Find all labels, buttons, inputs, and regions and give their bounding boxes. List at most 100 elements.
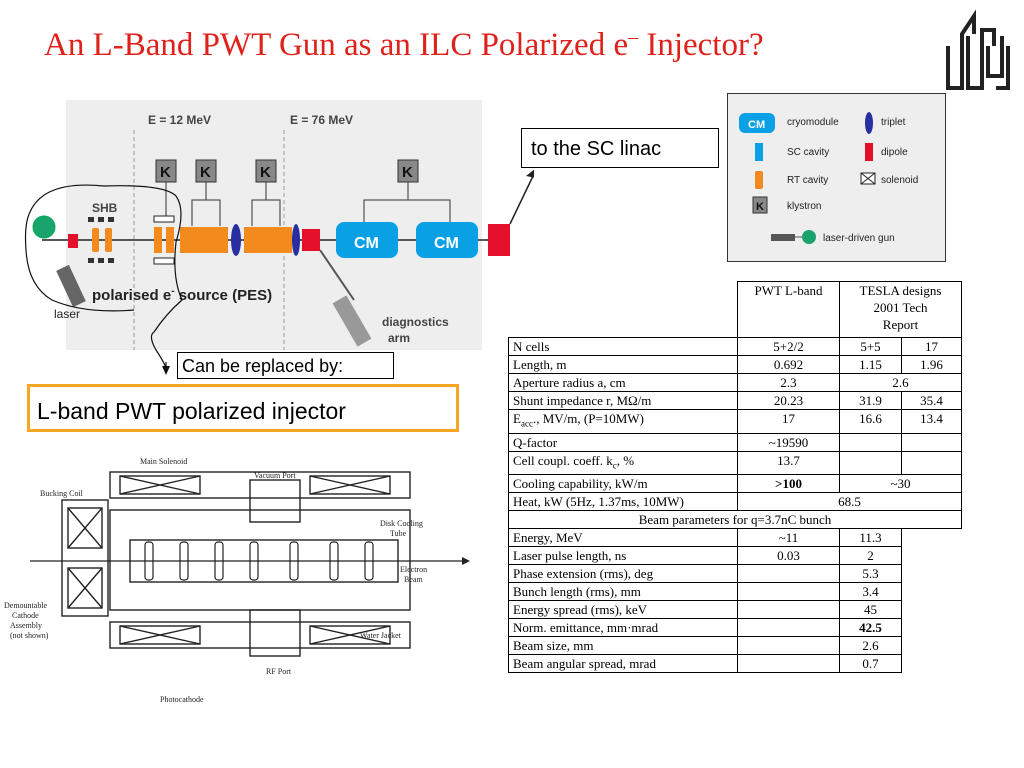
table-cell: 31.9 [839, 391, 902, 410]
table-row: Beam angular spread, mrad 0.7 [508, 654, 962, 674]
legend-dipole-icon [865, 143, 873, 161]
table-cell: Bunch length (rms), mm [508, 582, 738, 602]
legend-rt-cavity-label: RT cavity [787, 175, 828, 186]
table-row: Heat, kW (5Hz, 1.37ms, 10MW)68.5 [508, 492, 962, 512]
diagram-label: Assembly [10, 621, 42, 630]
triplet-1 [231, 224, 241, 256]
table-cell: Beam angular spread, mrad [508, 654, 738, 674]
energy-label-76: E = 76 MeV [290, 113, 353, 127]
table-cell [902, 547, 962, 565]
table-cell [902, 655, 962, 673]
table-cell: 13.4 [901, 409, 962, 434]
freehand-outline [24, 184, 183, 369]
cryomodule-1 [336, 222, 398, 258]
table-row: Bunch length (rms), mm 3.4 [508, 582, 962, 602]
legend-laser-icon [771, 234, 795, 241]
diagram-label: Beam [404, 575, 423, 584]
table-cell: 2 [839, 546, 902, 566]
legend-solenoid-label: solenoid [881, 175, 918, 186]
table-cell [737, 564, 840, 584]
legend-klystron-icon [752, 196, 768, 214]
table-cell: 35.4 [901, 391, 962, 410]
legend-cryomodule-icon [739, 113, 775, 133]
table-cell [901, 450, 962, 476]
table-cell: 17 [901, 337, 962, 356]
dipole-3 [488, 224, 510, 256]
table-cell: 0.692 [737, 355, 840, 374]
table-cell: 0.7 [839, 654, 902, 674]
table-cell [737, 636, 840, 656]
table-cell: >100 [737, 474, 840, 494]
table-cell: ~11 [737, 528, 840, 548]
table-cell: 2.3 [737, 373, 840, 392]
table-cell [901, 432, 962, 452]
table-cell [509, 282, 738, 338]
table-cell: 3.4 [839, 582, 902, 602]
table-cell [902, 601, 962, 619]
table-cell: ~19590 [737, 432, 840, 452]
diagram-label: Cathode [12, 611, 39, 620]
table-cell: Heat, kW (5Hz, 1.37ms, 10MW) [508, 492, 738, 512]
diagram-label: Disk Cooling [380, 519, 423, 528]
diagram-label: Photocathode [160, 695, 204, 704]
table-cell [839, 432, 902, 452]
diagram-label: Tube [390, 529, 407, 538]
diagram-label: CM [354, 235, 379, 252]
diagram-label: CM [748, 119, 765, 131]
rt-cavity-shb-2 [105, 228, 112, 252]
table-cell: 5+5 [839, 337, 902, 356]
table-cell: N cells [508, 337, 738, 356]
legend-rt-cavity-icon [755, 171, 763, 189]
table-cell: 42.5 [839, 618, 902, 638]
table-cell [902, 529, 962, 547]
solenoid-1 [153, 215, 175, 223]
rt-cavity-2 [166, 227, 174, 253]
table-cell: Q-factor [508, 432, 738, 452]
dipole-1 [68, 234, 78, 248]
klystron-4: K [363, 159, 451, 226]
laser-label: laser [54, 307, 80, 321]
header-pwt: PWT L-band [737, 281, 840, 338]
table-cell [902, 583, 962, 601]
legend-sc-cavity-icon [755, 143, 763, 161]
diagnostics-label-1: diagnostics [382, 315, 449, 329]
table-cell [737, 582, 840, 602]
diagram-label: Electron [400, 565, 427, 574]
table-cell: 16.6 [839, 409, 902, 434]
table-cell [902, 565, 962, 583]
table-cell: Length, m [508, 355, 738, 374]
table-cell: 13.7 [737, 450, 840, 476]
rt-cavity-shb-1 [92, 228, 99, 252]
laser-driven-gun [32, 215, 56, 239]
table-cell: 5+2/2 [737, 337, 840, 356]
diagram-label: K [260, 164, 271, 181]
legend-gun-label: laser-driven gun [823, 233, 895, 244]
legend-klystron-label: klystron [787, 201, 821, 212]
klystron-2: K [191, 159, 221, 226]
diagram-label: CM [434, 235, 459, 252]
diagram-label: K [160, 164, 171, 181]
rt-cavity-section-2 [244, 227, 292, 253]
diagram-label: source (PES) [175, 287, 273, 304]
diagram-label: K [756, 201, 764, 213]
table-cell: 11.3 [839, 528, 902, 548]
table-cell: 1.96 [901, 355, 962, 374]
table-cell [737, 600, 840, 620]
beamline-diagram: E = 12 MeV E = 76 MeV K K K K SHB C [24, 100, 534, 375]
gun-drawing: Main Solenoid Vacuum Port Bucking Coil D… [4, 457, 470, 704]
legend-triplet-icon [865, 112, 873, 134]
table-cell: 1.15 [839, 355, 902, 374]
legend-dipole-label: dipole [881, 147, 908, 158]
table-cell: Eacc., MV/m, (P=10MW) [508, 409, 738, 434]
table-cell: Cooling capability, kW/m [508, 474, 738, 494]
table-cell: Beam size, mm [508, 636, 738, 656]
